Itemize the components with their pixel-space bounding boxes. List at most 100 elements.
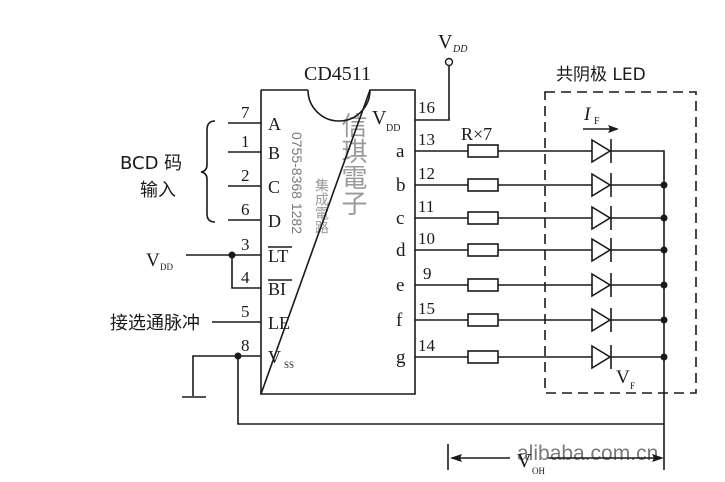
left-pin-7: 7A <box>228 103 281 134</box>
pin-number-16: 16 <box>418 98 435 117</box>
left-pin-4: 4BI <box>241 268 292 299</box>
voh-dimension: V OH <box>447 444 664 476</box>
led-diode-icon <box>591 138 612 164</box>
pin-number: 2 <box>241 166 250 185</box>
arrow-left-icon <box>450 454 462 462</box>
pin-number: 8 <box>241 336 250 355</box>
left-pin-6: 6D <box>228 200 281 231</box>
pin-label: c <box>396 208 404 229</box>
pin-number: 6 <box>241 200 250 219</box>
vdd-left-connection: V DD <box>146 250 261 289</box>
pin-number: 9 <box>423 264 432 283</box>
svg-text:DD: DD <box>160 262 173 272</box>
resistor-icon <box>467 350 499 364</box>
pin-label: f <box>396 310 403 331</box>
left-pin-5: 5LE <box>212 302 290 333</box>
pin-label-vdd-sub: DD <box>386 123 400 134</box>
led-diode-icon <box>591 172 612 198</box>
right-pin-b: 12 b <box>396 164 435 196</box>
forward-current-indicator: I F <box>583 104 619 133</box>
svg-text:V: V <box>517 450 532 472</box>
resistor-icon <box>467 243 499 257</box>
svg-text:OH: OH <box>532 466 545 476</box>
bcd-label-line1: BCD 码 <box>120 153 182 174</box>
pin-label: B <box>268 143 280 163</box>
led-diode-icon <box>591 272 612 298</box>
junction-dot <box>228 251 236 259</box>
bcd-label-line2: 输入 <box>140 180 176 201</box>
resistor-icon <box>467 278 499 292</box>
pin-label: BI <box>268 279 286 299</box>
right-pin-d: 10 d <box>396 229 435 261</box>
pin-label: A <box>268 114 281 134</box>
led-package-outline <box>544 91 697 394</box>
resistor-label: R×7 <box>461 124 492 144</box>
right-pin-f: 15 f <box>396 299 435 331</box>
ground-connection <box>182 352 664 425</box>
pin-number: 4 <box>241 268 250 287</box>
vf-sub: F <box>630 381 635 391</box>
pin-number: 13 <box>418 130 435 149</box>
pin-label: V <box>268 347 281 367</box>
watermark-company: 信琪電子 <box>337 112 367 216</box>
svg-text:F: F <box>594 116 600 127</box>
left-pin-1: 1B <box>228 132 280 163</box>
bcd-brace <box>200 120 216 223</box>
pin-number: 5 <box>241 302 250 321</box>
strobe-label: 接选通脉冲 <box>110 313 200 334</box>
svg-text:DD: DD <box>452 44 468 55</box>
resistor-icon <box>467 144 499 158</box>
led-diode-icon <box>591 307 612 333</box>
vdd-top-terminal: V DD <box>415 31 468 121</box>
pin-number: 10 <box>418 229 435 248</box>
cd4511-chip: CD4511 <box>259 63 416 395</box>
pin-number: 14 <box>418 336 436 355</box>
pin-label-vdd: V <box>372 107 387 129</box>
segment-row-d <box>415 237 668 263</box>
svg-text:V: V <box>438 31 453 53</box>
pin-label-sub: SS <box>284 360 294 370</box>
right-pin-g: 14 g <box>396 336 436 368</box>
cathode-bus <box>611 150 665 470</box>
chip-outline <box>259 89 416 395</box>
watermark-site: alibaba.com.cn <box>517 442 658 465</box>
svg-text:V: V <box>146 250 160 271</box>
pin-number: 7 <box>241 103 250 122</box>
pin-label: C <box>268 177 280 197</box>
pin-number: 12 <box>418 164 435 183</box>
pin-label: d <box>396 240 406 261</box>
left-pin-3: 3LT <box>241 235 292 266</box>
pin-label: LT <box>268 246 288 266</box>
pin-number: 15 <box>418 299 435 318</box>
right-pin-a: 13 a <box>396 130 435 162</box>
chip-notch <box>307 89 371 122</box>
resistor-icon <box>467 211 499 225</box>
vf-label: V <box>616 367 630 388</box>
svg-text:I: I <box>583 104 592 125</box>
pin-label: e <box>396 275 404 296</box>
segment-rows <box>415 138 668 370</box>
pin-label: b <box>396 175 406 196</box>
led-title: 共阴极 LED <box>556 65 646 85</box>
segment-row-b <box>415 172 668 198</box>
right-pin-e: 9e <box>396 264 432 296</box>
segment-row-f <box>415 307 668 333</box>
arrow-right-icon <box>608 125 619 133</box>
pin-label: a <box>396 141 405 162</box>
resistor-icon <box>467 313 499 327</box>
pin-number: 11 <box>418 197 434 216</box>
led-diode-icon <box>591 237 612 263</box>
watermark-tagline: 集成電路 <box>313 177 329 234</box>
segment-row-g <box>415 344 668 370</box>
segment-row-e <box>415 272 668 298</box>
resistor-icon <box>467 178 499 192</box>
pin-number: 3 <box>241 235 250 254</box>
left-pin-2: 2C <box>228 166 280 197</box>
chip-name: CD4511 <box>304 63 371 85</box>
pin-label: g <box>396 347 406 368</box>
segment-row-a <box>415 138 612 164</box>
led-diode-icon <box>591 344 612 370</box>
